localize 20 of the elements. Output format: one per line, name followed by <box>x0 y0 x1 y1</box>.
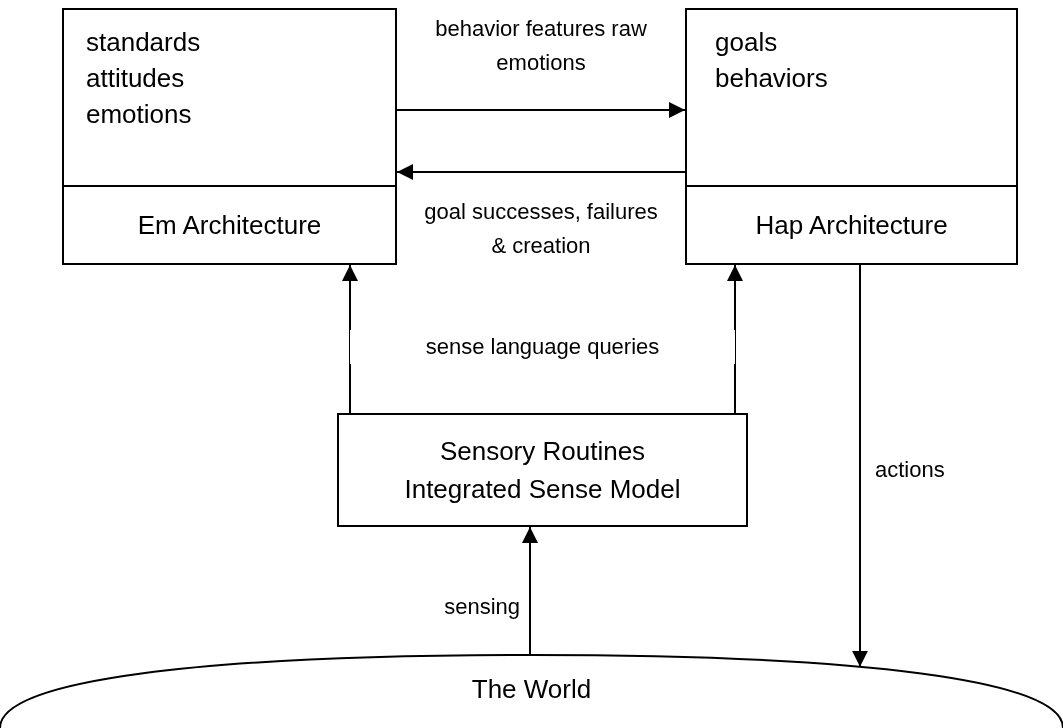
list-item: emotions <box>86 98 193 131</box>
arrow <box>852 264 868 668</box>
arrow <box>396 164 686 180</box>
arrow <box>522 526 538 656</box>
list-item: behaviors <box>715 62 829 95</box>
arrow <box>342 264 358 414</box>
architecture-name: Hap Architecture <box>755 208 948 242</box>
box-text: Sensory Routines <box>439 434 646 467</box>
list-item: attitudes <box>86 62 186 95</box>
edge-label: sense language queries <box>350 330 735 364</box>
list-item: goals <box>715 26 779 59</box>
world-label: The World <box>470 676 593 702</box>
architecture-box <box>62 8 397 265</box>
box-text: Integrated Sense Model <box>404 473 681 506</box>
arrow <box>396 102 686 118</box>
process-box <box>337 413 748 527</box>
architecture-box <box>685 8 1018 265</box>
list-item: standards <box>86 26 202 59</box>
arrow <box>727 264 743 414</box>
architecture-name: Em Architecture <box>137 208 322 242</box>
